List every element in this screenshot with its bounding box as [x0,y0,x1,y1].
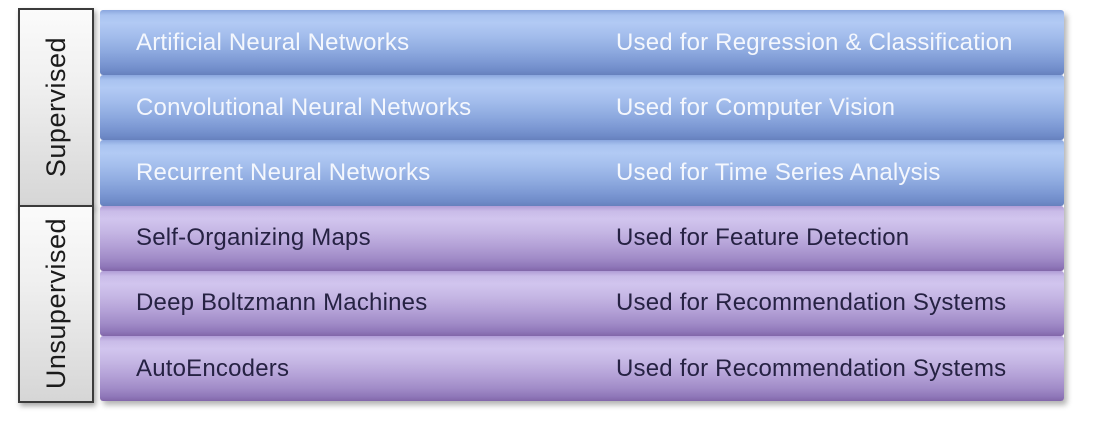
model-name: Deep Boltzmann Machines [136,289,428,317]
bar-autoencoders: AutoEncoders Used for Recommendation Sys… [100,335,1064,402]
model-name: Self-Organizing Maps [136,224,371,252]
model-use: Used for Recommendation Systems [616,354,1007,382]
model-use: Used for Feature Detection [616,224,910,252]
model-name: Artificial Neural Networks [136,28,410,56]
model-name: AutoEncoders [136,354,290,382]
bar-self-organizing-maps: Self-Organizing Maps Used for Feature De… [100,205,1064,271]
bar-deep-boltzmann-machines: Deep Boltzmann Machines Used for Recomme… [100,270,1064,336]
bar-recurrent-neural-networks: Recurrent Neural Networks Used for Time … [100,140,1064,206]
model-use: Used for Regression & Classification [616,28,1013,56]
category-label-supervised: Supervised [40,37,71,178]
category-sidebar: Supervised Unsupervised [18,8,94,403]
bar-convolutional-neural-networks: Convolutional Neural Networks Used for C… [100,75,1064,141]
model-use: Used for Computer Vision [616,93,896,121]
model-bar-stack: Artificial Neural Networks Used for Regr… [100,10,1064,402]
model-use: Used for Time Series Analysis [616,158,941,186]
model-use: Used for Recommendation Systems [616,289,1007,317]
model-name: Recurrent Neural Networks [136,158,431,186]
category-label-unsupervised: Unsupervised [40,218,71,390]
model-name: Convolutional Neural Networks [136,93,472,121]
bar-artificial-neural-networks: Artificial Neural Networks Used for Regr… [100,10,1064,76]
category-box-unsupervised: Unsupervised [18,204,94,403]
category-box-supervised: Supervised [18,8,94,207]
